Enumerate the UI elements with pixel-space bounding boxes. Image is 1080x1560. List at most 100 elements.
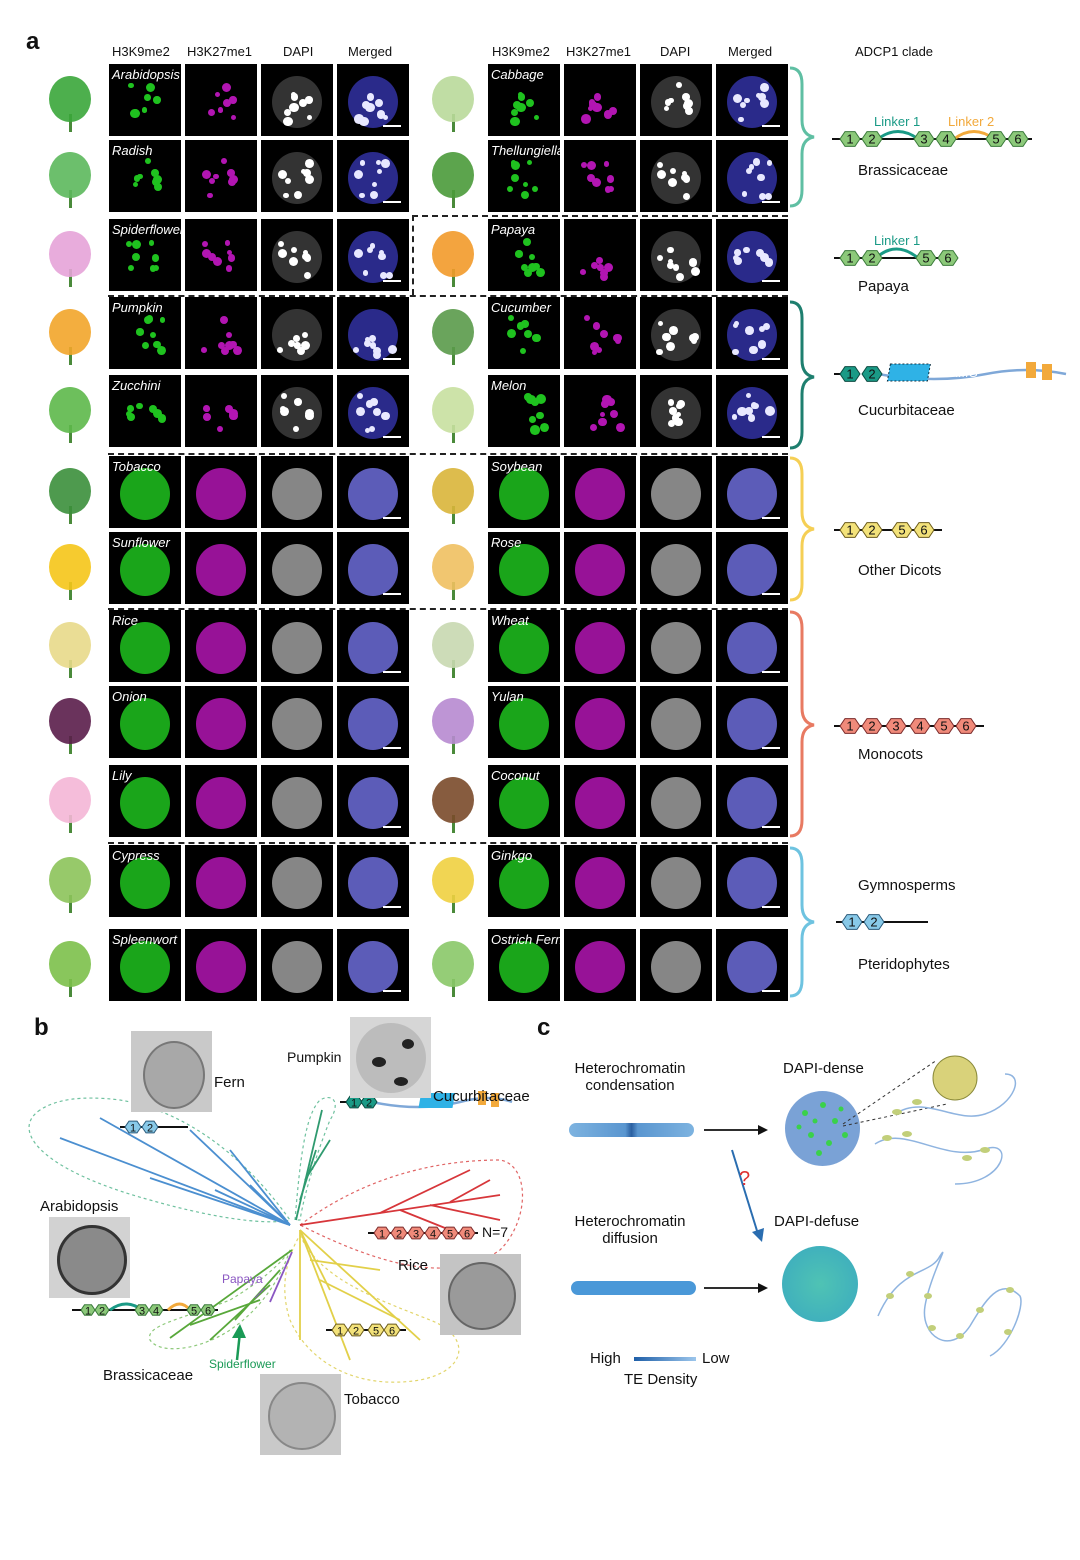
plant-stem — [69, 815, 72, 833]
scale-bar — [762, 906, 780, 908]
chromocenter — [533, 114, 539, 121]
domain-hexagon — [861, 250, 883, 266]
chromocenter — [734, 250, 741, 257]
nucleus — [575, 622, 625, 674]
chromocenter — [151, 254, 160, 262]
plant-stem — [452, 979, 455, 997]
domain-number: 2 — [870, 915, 877, 930]
chromocenter — [302, 252, 310, 261]
plant-shape — [49, 468, 91, 514]
chromocenter — [376, 110, 386, 119]
chromocenter — [225, 341, 235, 351]
tree-label-pumpkin: Pumpkin — [287, 1049, 342, 1065]
nucleus — [272, 468, 322, 520]
plant-shape — [432, 622, 474, 668]
label-het-diffusion-line1: Heterochromatin — [574, 1213, 686, 1230]
chromocenter — [367, 247, 374, 254]
chromocenter — [758, 193, 766, 201]
tile-right-2-2 — [640, 219, 712, 291]
nucleus — [120, 622, 170, 674]
clade-other-dicots: Other Dicots — [858, 562, 942, 579]
scale-bar — [762, 593, 780, 595]
chromocenter — [292, 426, 299, 433]
plant-illustration-rice — [35, 612, 105, 682]
chromocenter — [592, 102, 602, 113]
clade-monocots: Monocots — [858, 746, 924, 763]
plant-stem — [69, 190, 72, 208]
domain-hexagon — [933, 718, 955, 734]
nucleus — [120, 941, 170, 993]
domain-number: 2 — [868, 251, 875, 266]
chromocenter — [294, 398, 302, 406]
tree-label-tobacco: Tobacco — [344, 1391, 400, 1408]
species-label: Tobacco — [112, 459, 161, 474]
species-label: Spiderflower — [112, 222, 181, 237]
chromocenter — [302, 332, 309, 339]
domain-hexagon — [373, 1226, 391, 1240]
domain-number: 3 — [139, 1306, 145, 1318]
chromocenter — [284, 177, 291, 185]
chromocenter — [131, 252, 141, 262]
plant-stem — [452, 895, 455, 913]
domain-hexagon — [839, 522, 861, 538]
chromocenter — [676, 82, 683, 89]
nucleus — [575, 857, 625, 909]
chromocenter — [662, 332, 671, 342]
chromocenter — [529, 416, 536, 423]
chromocenter — [758, 92, 767, 101]
nucleus — [499, 76, 549, 128]
chromocenter — [224, 240, 231, 247]
tree-label-spiderflower: Spiderflower — [209, 1357, 276, 1371]
domain-hexagon — [839, 250, 861, 266]
tile-left-2-3 — [337, 219, 409, 291]
plant-shape — [49, 698, 91, 744]
chromocenter — [153, 96, 161, 104]
nucleus — [499, 941, 549, 993]
chromocenter — [739, 101, 746, 109]
chromocenter — [604, 263, 614, 273]
plant-stem — [452, 425, 455, 443]
chromocenter — [608, 186, 615, 193]
chromocenter — [363, 340, 371, 348]
em-image-tobacco — [260, 1374, 341, 1455]
domain-number: 2 — [396, 1229, 402, 1241]
brace-brassicaceae — [789, 66, 815, 208]
chromocenter — [154, 183, 163, 192]
species-label: Ginkgo — [491, 848, 533, 863]
plant-stem — [69, 347, 72, 365]
domain-number: 1 — [130, 1123, 136, 1135]
tile-right-6-3 — [716, 532, 788, 604]
species-label: Papaya — [491, 222, 536, 237]
domain-number: 2 — [868, 132, 875, 147]
nucleus — [499, 544, 549, 596]
tile-left-6-2 — [261, 532, 333, 604]
chromocenter — [592, 177, 602, 187]
tile-right-6-1 — [564, 532, 636, 604]
linker2-label-bras: Linker 2 — [948, 114, 995, 129]
nucleus — [120, 544, 170, 596]
chromocenter — [525, 98, 535, 108]
plant-shape — [49, 76, 91, 122]
domain-number: 6 — [944, 251, 951, 266]
tile-right-10-0: Ginkgo — [488, 845, 560, 917]
tile-right-11-3 — [716, 929, 788, 1001]
chromocenter — [127, 413, 136, 422]
tile-left-11-0: Spleenwort — [109, 929, 181, 1001]
tile-right-6-2 — [640, 532, 712, 604]
chromocenter — [580, 269, 587, 276]
plant-shape — [432, 698, 474, 744]
chromocenter — [125, 240, 133, 248]
chromocenter — [750, 401, 758, 409]
tile-right-9-1 — [564, 765, 636, 837]
col-header-dapi-right: DAPI — [660, 44, 691, 59]
chromocenter — [381, 159, 390, 168]
domain-number: 4 — [430, 1229, 436, 1241]
chromocenter — [598, 417, 607, 427]
nucleus — [120, 777, 170, 829]
chromocenter — [224, 404, 234, 414]
scale-bar — [762, 201, 780, 203]
nucleus — [348, 468, 398, 520]
chromocenter — [748, 164, 755, 170]
tree-label-arabidopsis: Arabidopsis — [40, 1198, 119, 1215]
chromocenter — [602, 395, 612, 405]
